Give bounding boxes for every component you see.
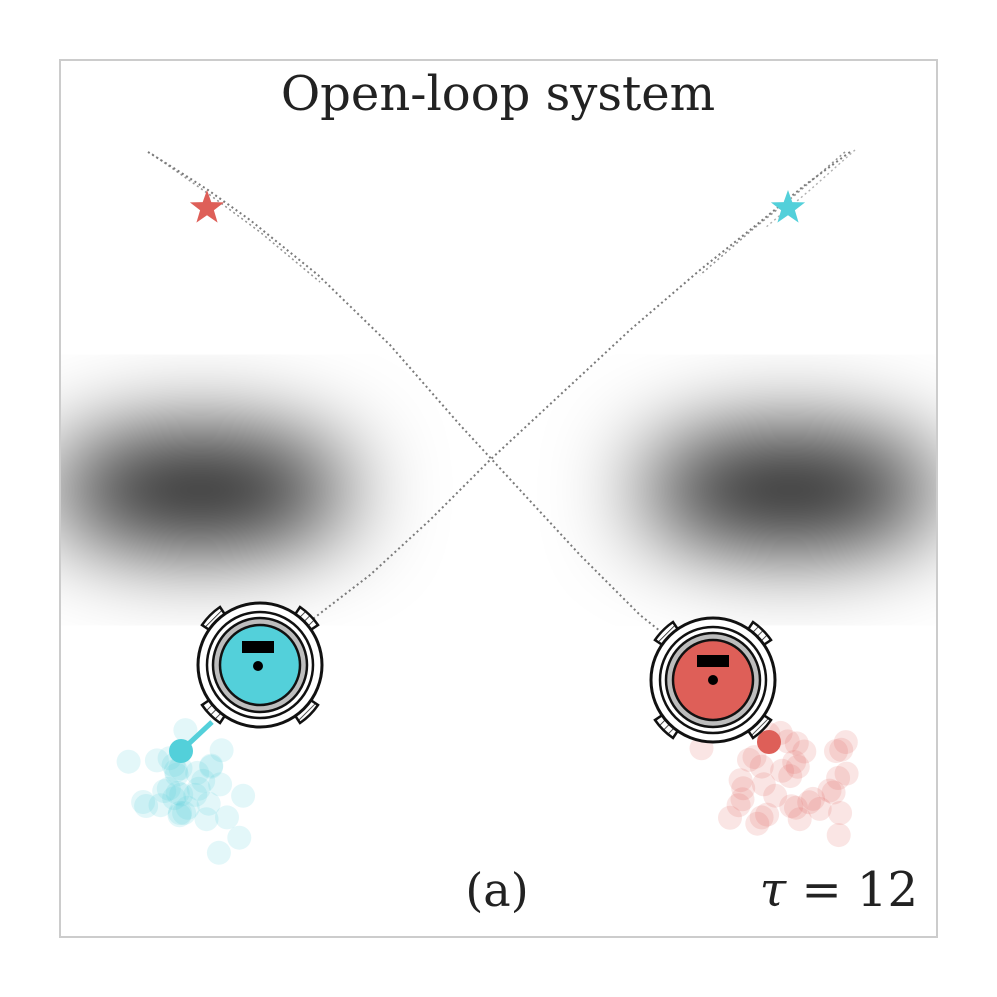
robot-cyan-marker <box>169 739 193 763</box>
particle <box>152 779 177 804</box>
particle <box>209 738 234 763</box>
obstacle-left <box>61 438 350 542</box>
particle <box>745 811 770 836</box>
trajectory-red-robot <box>147 151 666 636</box>
particle <box>730 787 755 812</box>
tau-symbol: τ <box>760 862 788 918</box>
particle <box>167 803 192 828</box>
particle <box>826 823 851 848</box>
particle <box>749 805 774 830</box>
particle <box>183 782 208 807</box>
particle <box>784 795 808 820</box>
particle <box>755 802 780 827</box>
particle <box>833 730 858 755</box>
particle <box>726 793 751 818</box>
particle <box>215 805 239 830</box>
particle <box>196 791 221 816</box>
robot-cyan <box>169 601 324 763</box>
particle <box>206 840 231 865</box>
particle <box>116 749 141 774</box>
robot-cyan-center <box>253 661 263 671</box>
obstacle-fields <box>61 438 936 542</box>
particle <box>199 754 224 779</box>
panel-label: (a) <box>465 863 528 917</box>
particle <box>169 782 194 807</box>
particle <box>227 825 252 850</box>
particle <box>191 768 216 793</box>
particle <box>749 754 774 779</box>
particle <box>742 745 767 770</box>
particle <box>144 748 169 773</box>
particle <box>168 756 193 781</box>
particle <box>797 790 822 815</box>
panel-title: Open-loop system <box>281 66 715 122</box>
particle <box>131 790 156 814</box>
particle <box>165 781 190 805</box>
particle <box>148 793 173 818</box>
obstacle-right <box>640 438 936 542</box>
particle <box>164 762 189 787</box>
robot-cyan-sensor <box>242 641 274 653</box>
particle <box>826 766 851 790</box>
particle <box>829 737 854 762</box>
particle <box>751 772 776 797</box>
particle <box>156 776 181 801</box>
particle <box>731 776 756 801</box>
particle <box>162 786 187 811</box>
particle <box>185 760 210 785</box>
star-icon <box>189 190 225 223</box>
particle <box>821 780 846 805</box>
particle <box>172 801 197 825</box>
star-icon <box>770 190 806 223</box>
particle <box>718 805 742 830</box>
particle <box>231 783 256 808</box>
tau-value: 12 <box>857 862 918 918</box>
particle <box>824 739 848 764</box>
particle <box>194 807 219 832</box>
particle <box>168 801 192 825</box>
particle <box>778 764 803 789</box>
particle <box>782 750 807 774</box>
particle <box>828 801 853 825</box>
particle <box>208 772 233 797</box>
particle <box>784 731 809 756</box>
particle <box>173 718 198 743</box>
particle <box>807 796 832 821</box>
particle <box>199 753 224 778</box>
trajectories <box>147 149 856 636</box>
particle <box>163 758 188 783</box>
particle <box>801 786 825 811</box>
particle <box>775 729 800 754</box>
particle <box>834 761 859 786</box>
particle <box>787 807 812 832</box>
particle <box>770 758 795 783</box>
particle <box>817 778 842 803</box>
robot-red-marker <box>757 730 781 754</box>
particle <box>785 754 810 779</box>
particle <box>792 739 817 764</box>
particle-cloud-red <box>689 720 859 848</box>
particle <box>186 776 211 801</box>
particle <box>134 794 159 818</box>
particle <box>779 794 804 819</box>
particle <box>175 795 200 820</box>
particle <box>763 783 788 808</box>
tau-equals: = <box>786 862 857 918</box>
robot-red-center <box>708 675 718 685</box>
robot-red <box>649 616 781 754</box>
particle <box>728 768 753 793</box>
robot-red-sensor <box>697 655 729 667</box>
time-step-label: τ = 12 <box>760 862 918 918</box>
particle <box>737 747 761 772</box>
